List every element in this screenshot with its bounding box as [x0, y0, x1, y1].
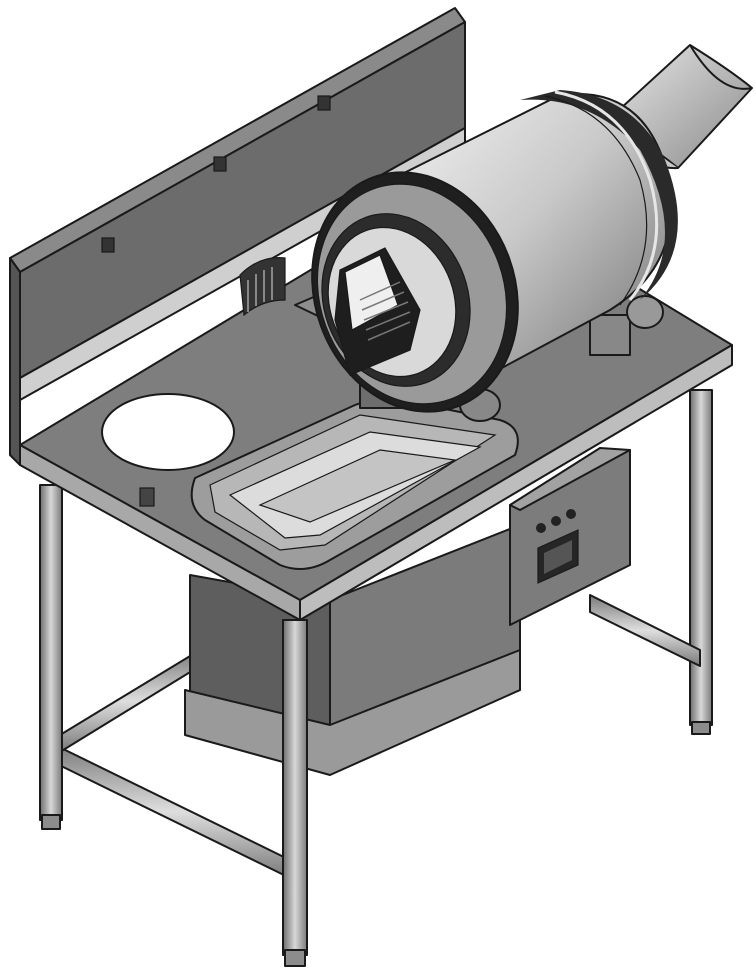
front-middle-leg: [282, 619, 308, 967]
knob-icon: [139, 487, 155, 507]
button-icon: [551, 516, 561, 526]
lower-frame: [54, 594, 701, 879]
waste-hole: [101, 393, 235, 471]
rear-right-leg: [689, 389, 713, 735]
control-box: [509, 447, 631, 626]
under-cabinet: [184, 524, 521, 776]
backsplash: [9, 7, 466, 466]
drum-face: [311, 171, 519, 413]
spring-holder: [239, 257, 286, 317]
button-icon: [536, 523, 546, 533]
basin: [190, 397, 519, 570]
button-icon: [566, 509, 576, 519]
front-left-leg: [39, 484, 63, 830]
